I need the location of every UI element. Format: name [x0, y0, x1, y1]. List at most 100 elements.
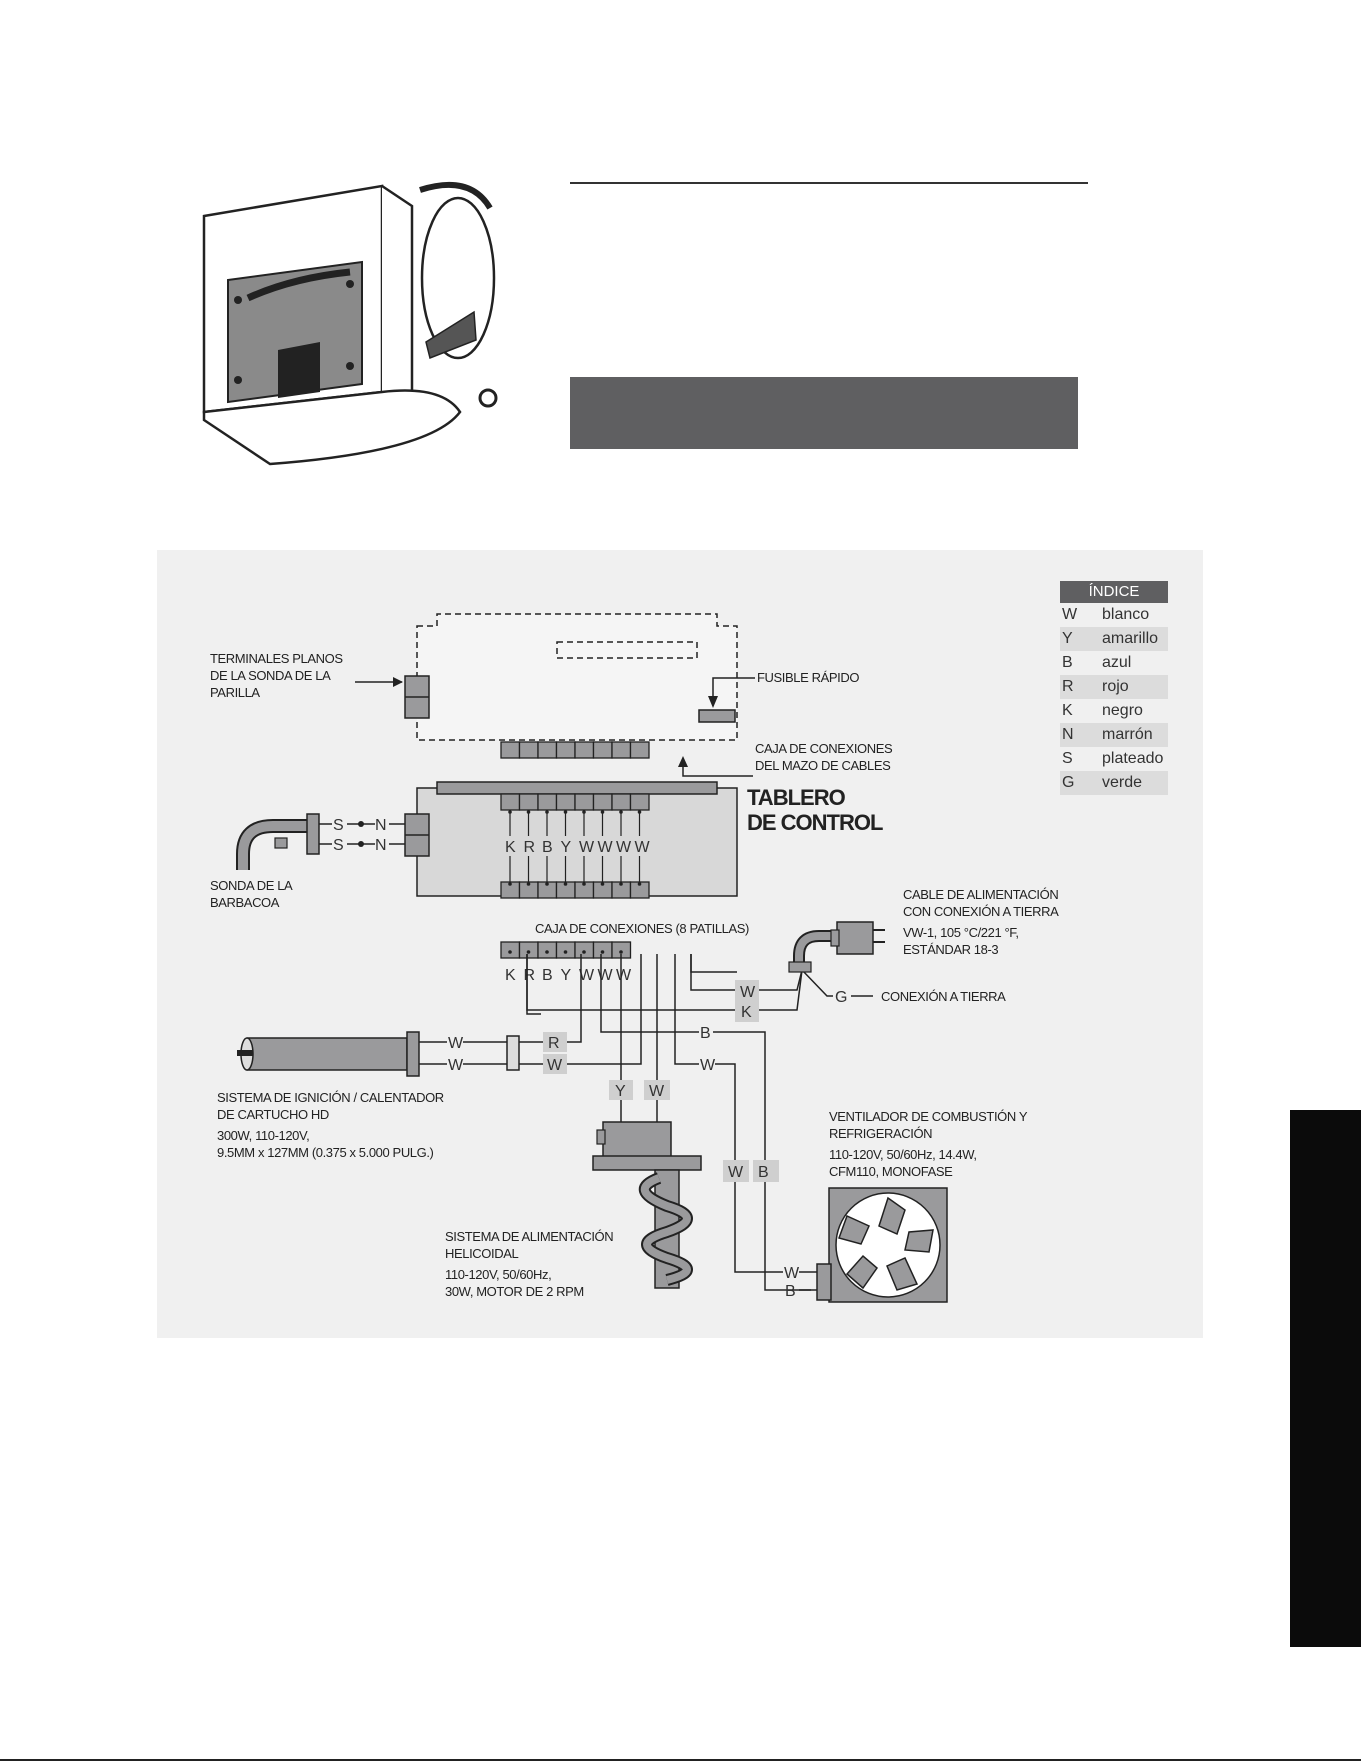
connector-pin	[592, 793, 613, 811]
fuse	[698, 709, 736, 723]
wire-label-b: B	[700, 1025, 711, 1042]
connector-pin	[500, 793, 521, 811]
legend-code: N	[1062, 726, 1074, 743]
connector-pin	[500, 941, 521, 959]
wire-label-w: W	[547, 1057, 563, 1074]
auger-spec: 30W, MOTOR DE 2 RPM	[445, 1284, 584, 1299]
wire-label-b: B	[785, 1283, 796, 1300]
control-board-title: TABLERO	[747, 785, 846, 810]
gray-banner	[570, 377, 1078, 449]
connector-pin	[518, 941, 539, 959]
wire-label-w: W	[784, 1265, 800, 1282]
plug	[836, 921, 874, 955]
legend-title: ÍNDICE	[1060, 581, 1168, 603]
connector-pin	[518, 741, 539, 759]
board-pin-label: W	[598, 839, 614, 856]
connector-pin	[555, 793, 576, 811]
power-cord-spec: VW-1, 105 °C/221 °F,	[903, 925, 1019, 940]
auger-label: HELICOIDAL	[445, 1246, 518, 1261]
connector-pin	[592, 741, 613, 759]
power-cord-label: CON CONEXIÓN A TIERRA	[903, 904, 1059, 919]
junction-pin-label: W	[616, 967, 632, 984]
legend-color-name: azul	[1102, 654, 1132, 671]
connector-pin	[611, 793, 632, 811]
wire-label-n: N	[375, 837, 387, 854]
harness-box-label: DEL MAZO DE CABLES	[755, 758, 891, 773]
junction-box-connector	[500, 941, 632, 959]
board-top-connector	[500, 793, 650, 811]
legend-color-name: verde	[1102, 774, 1143, 791]
board-pin-label: W	[635, 839, 651, 856]
board-pin-label: Y	[561, 839, 572, 856]
wire-label-w: W	[448, 1057, 464, 1074]
side-tab	[1290, 1110, 1361, 1647]
ground-label: CONEXIÓN A TIERRA	[881, 989, 1006, 1004]
igniter-rod	[240, 1037, 408, 1071]
legend-color-name: negro	[1102, 702, 1143, 719]
auger-spec: 110-120V, 50/60Hz,	[445, 1267, 551, 1282]
igniter-spec: 9.5MM x 127MM (0.375 x 5.000 PULG.)	[217, 1145, 434, 1160]
harness-connector-upper	[500, 741, 650, 759]
legend-code: S	[1062, 750, 1073, 767]
board-bottom-connector	[500, 881, 650, 899]
bbq-probe-label: SONDA DE LA	[210, 878, 293, 893]
probe-terminals-label: DE LA SONDA DE LA	[210, 668, 331, 683]
connector-pin	[574, 793, 595, 811]
wire-label-r: R	[548, 1035, 560, 1052]
auger-label: SISTEMA DE ALIMENTACIÓN	[445, 1229, 613, 1244]
fan-spec: CFM110, MONOFASE	[829, 1164, 953, 1179]
legend-color-name: plateado	[1102, 750, 1164, 767]
board-pin-label: W	[579, 839, 595, 856]
power-cord-spec: ESTÁNDAR 18-3	[903, 942, 998, 957]
junction-pin-label: W	[598, 967, 614, 984]
junction-pin-label: Y	[561, 967, 572, 984]
junction-pin-label: B	[542, 967, 553, 984]
wire-label-k: K	[741, 1004, 752, 1021]
connector-pin	[555, 741, 576, 759]
fuse-label: FUSIBLE RÁPIDO	[757, 670, 859, 685]
wire-label-w: W	[740, 984, 756, 1001]
connector-pin	[629, 741, 650, 759]
legend-color-name: marrón	[1102, 726, 1153, 743]
control-board-title: DE CONTROL	[747, 810, 883, 835]
igniter-spec: 300W, 110-120V,	[217, 1128, 309, 1143]
wire-label-w: W	[728, 1164, 744, 1181]
harness-box-label: CAJA DE CONEXIONES	[755, 741, 893, 756]
connector-pin	[500, 741, 521, 759]
board-pin-label: R	[524, 839, 536, 856]
wire-label-n: N	[375, 817, 387, 834]
connector-pin	[611, 741, 632, 759]
junction-box-label: CAJA DE CONEXIONES (8 PATILLAS)	[535, 921, 749, 936]
probe-terminals-label: PARILLA	[210, 685, 260, 700]
legend-code: R	[1062, 678, 1074, 695]
connector-pin	[592, 941, 613, 959]
bbq-probe-label: BARBACOA	[210, 895, 280, 910]
junction-pin-label: R	[524, 967, 536, 984]
board-pin-label: K	[505, 839, 516, 856]
wire-label-g: G	[835, 989, 847, 1006]
header-rule	[570, 182, 1088, 184]
fan-blades-icon	[838, 1196, 934, 1291]
fan-label: REFRIGERACIÓN	[829, 1126, 932, 1141]
wire-label-y: Y	[615, 1083, 626, 1100]
legend-code: K	[1062, 702, 1073, 719]
connector-pin	[629, 793, 650, 811]
legend-color-name: amarillo	[1102, 630, 1159, 647]
junction-pin-label: W	[579, 967, 595, 984]
probe-terminals-label: TERMINALES PLANOS	[210, 651, 343, 666]
legend-color-name: blanco	[1102, 606, 1150, 623]
board-pin-label: B	[542, 839, 553, 856]
connector-pin	[555, 941, 576, 959]
legend-code: Y	[1062, 630, 1073, 647]
legend-code: B	[1062, 654, 1073, 671]
igniter-label: DE CARTUCHO HD	[217, 1107, 329, 1122]
